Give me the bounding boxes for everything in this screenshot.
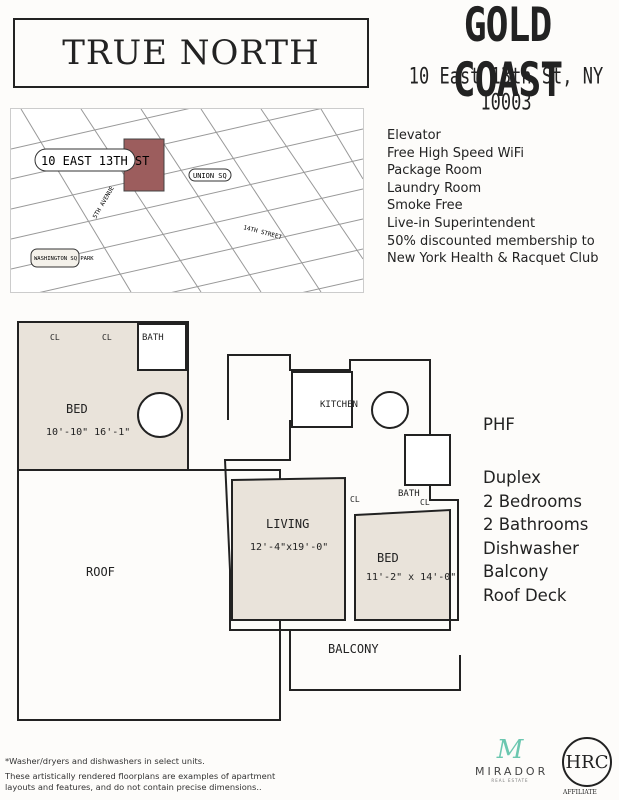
hrc-text: HRC (565, 752, 609, 773)
map-label-14th-st: 14TH STREET (242, 224, 283, 241)
true-north-logo: True North (13, 18, 369, 88)
unit-feature: 2 Bedrooms (483, 491, 582, 511)
floorplan: BED 10'-10" 16'-1" BATH CL CL ROOF KITCH… (17, 321, 461, 721)
room-dim-living: 12'-4"x19'-0" (250, 542, 328, 553)
footer-notes: *Washer/dryers and dishwashers in select… (5, 756, 276, 793)
amenity: Smoke Free (387, 198, 463, 214)
room-label-bed2: BED (377, 551, 399, 565)
disclaimer: layouts and features, and do not contain… (5, 782, 262, 792)
room-label-bed1: BED (66, 402, 88, 416)
affiliate-label: AFFILIATE (563, 789, 597, 796)
unit-feature: Balcony (483, 562, 549, 581)
amenity: 50% discounted membership to (387, 233, 595, 249)
room-label-cl: CL (420, 498, 430, 507)
amenity: New York Health & Racquet Club (387, 251, 599, 267)
amenity: Elevator (387, 128, 441, 143)
room-label-cl: CL (50, 333, 60, 342)
room-label-balcony: BALCONY (328, 642, 379, 656)
mirador-sub: REAL ESTATE (491, 778, 529, 783)
disclaimer: These artistically rendered floorplans a… (5, 771, 276, 781)
amenity: Laundry Room (387, 180, 482, 196)
unit-name: PHF (483, 415, 515, 434)
room-dim-bed1: 10'-10" 16'-1" (46, 427, 130, 438)
room-label-bath1: BATH (142, 333, 164, 343)
mirador-logo: M MIRADOR REAL ESTATE (475, 735, 545, 783)
logo-text: True North (62, 33, 320, 73)
unit-info: PHF Duplex 2 Bedrooms 2 Bathrooms Dishwa… (483, 415, 588, 607)
building-title: GOLD COAST (452, 0, 563, 107)
room-label-cl: CL (350, 495, 360, 504)
room-label-bath2: BATH (398, 489, 420, 499)
map-label-washington-sq: WASHINGTON SQ PARK (34, 256, 94, 262)
map-label-union-sq: UNION SQ (193, 172, 227, 180)
neighborhood-map: 10 EAST 13TH ST UNION SQ WASHINGTON SQ P… (10, 68, 364, 350)
amenity: Free High Speed WiFi (387, 145, 524, 161)
room-dim-bed2: 11'-2" x 14'-0" (366, 572, 456, 583)
room-label-cl: CL (102, 333, 112, 342)
amenity: Live-in Superintendent (387, 215, 536, 231)
mirador-name: MIRADOR (475, 765, 549, 778)
amenity: Package Room (387, 163, 483, 179)
unit-feature: Roof Deck (483, 585, 567, 605)
footnote: *Washer/dryers and dishwashers in select… (5, 756, 205, 766)
unit-feature: Dishwasher (483, 538, 579, 558)
map-building-label: 10 EAST 13TH ST (41, 154, 149, 168)
hrc-seal: HRC (562, 737, 612, 787)
unit-feature: Duplex (483, 468, 541, 487)
room-label-kitchen: KITCHEN (320, 400, 358, 410)
unit-feature: 2 Bathrooms (483, 515, 589, 534)
room-label-roof: ROOF (86, 565, 115, 579)
room-label-living: LIVING (266, 517, 309, 531)
mirador-mark-icon: M (496, 735, 524, 765)
map-drawing: 10 EAST 13TH ST UNION SQ WASHINGTON SQ P… (10, 68, 364, 350)
amenities-list: Elevator Free High Speed WiFi Package Ro… (387, 127, 599, 268)
building-address: 10 East 13th St, NY 10003 (408, 64, 604, 116)
